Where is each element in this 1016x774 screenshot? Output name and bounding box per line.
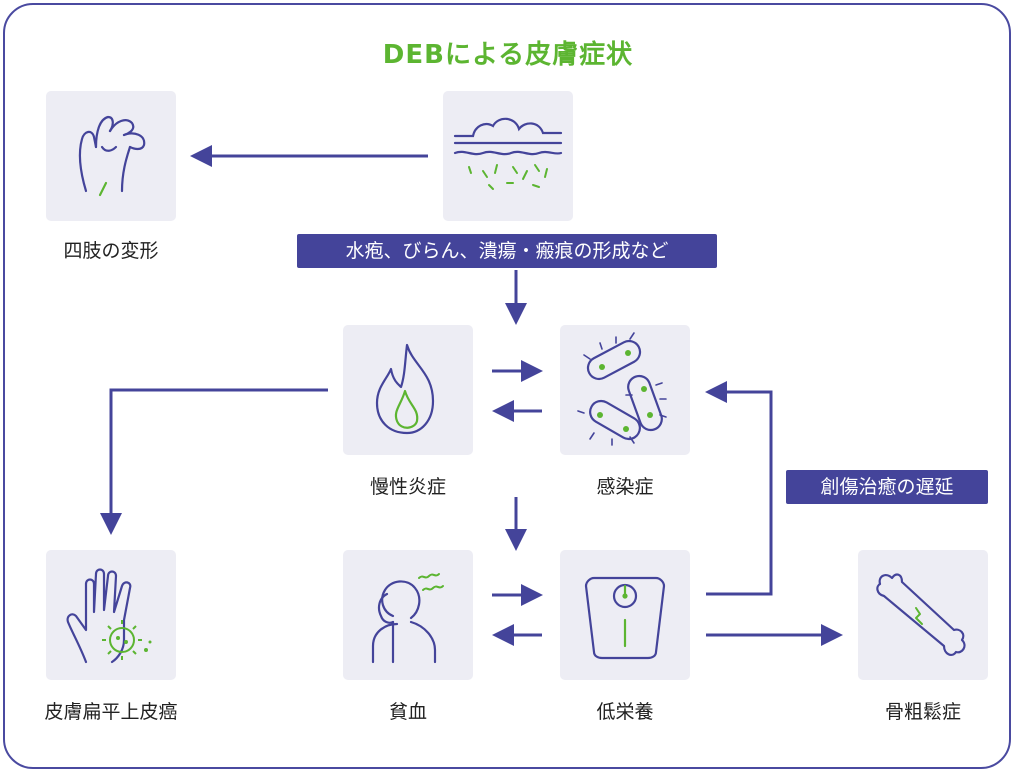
scale-icon xyxy=(584,576,666,660)
label-malnutrition: 低栄養 xyxy=(596,701,654,723)
label-anemia: 貧血 xyxy=(388,701,427,723)
malnutrition-tile xyxy=(560,550,690,680)
anemia-tile xyxy=(343,550,473,680)
hand-cancer-icon xyxy=(66,568,152,664)
banner-skin-lesions: 水疱、びらん、潰瘍・瘢痕の形成など xyxy=(297,234,717,268)
deformed-hand-icon xyxy=(78,115,146,197)
skin-scc-tile xyxy=(46,550,176,680)
label-infection: 感染症 xyxy=(596,476,654,498)
label-chronic-inflammation: 慢性炎症 xyxy=(369,476,446,498)
skin-lesion-tile xyxy=(443,91,573,221)
bacteria-icon xyxy=(577,332,667,446)
anemia-person-icon xyxy=(371,573,444,664)
banner-delayed-healing: 創傷治癒の遅延 xyxy=(786,470,988,504)
label-osteoporosis: 骨粗鬆症 xyxy=(884,701,961,723)
chronic-inflammation-tile xyxy=(343,325,473,455)
label-limb-deformity: 四肢の変形 xyxy=(63,240,159,262)
flame-icon xyxy=(375,343,435,435)
bone-icon xyxy=(876,573,966,656)
diagram-title: DEBによる皮膚症状 xyxy=(382,40,634,70)
arrowheads xyxy=(100,145,843,646)
arrow-inflam-to-scc xyxy=(109,388,328,515)
skin-blister-icon xyxy=(453,117,563,190)
limb-deformity-tile xyxy=(46,91,176,221)
arrow-malnut-to-infect xyxy=(706,390,773,596)
osteoporosis-tile xyxy=(858,550,988,680)
infection-tile xyxy=(560,325,690,455)
diagram-frame xyxy=(3,3,1011,769)
label-skin-scc: 皮膚扁平上皮癌 xyxy=(44,701,178,723)
